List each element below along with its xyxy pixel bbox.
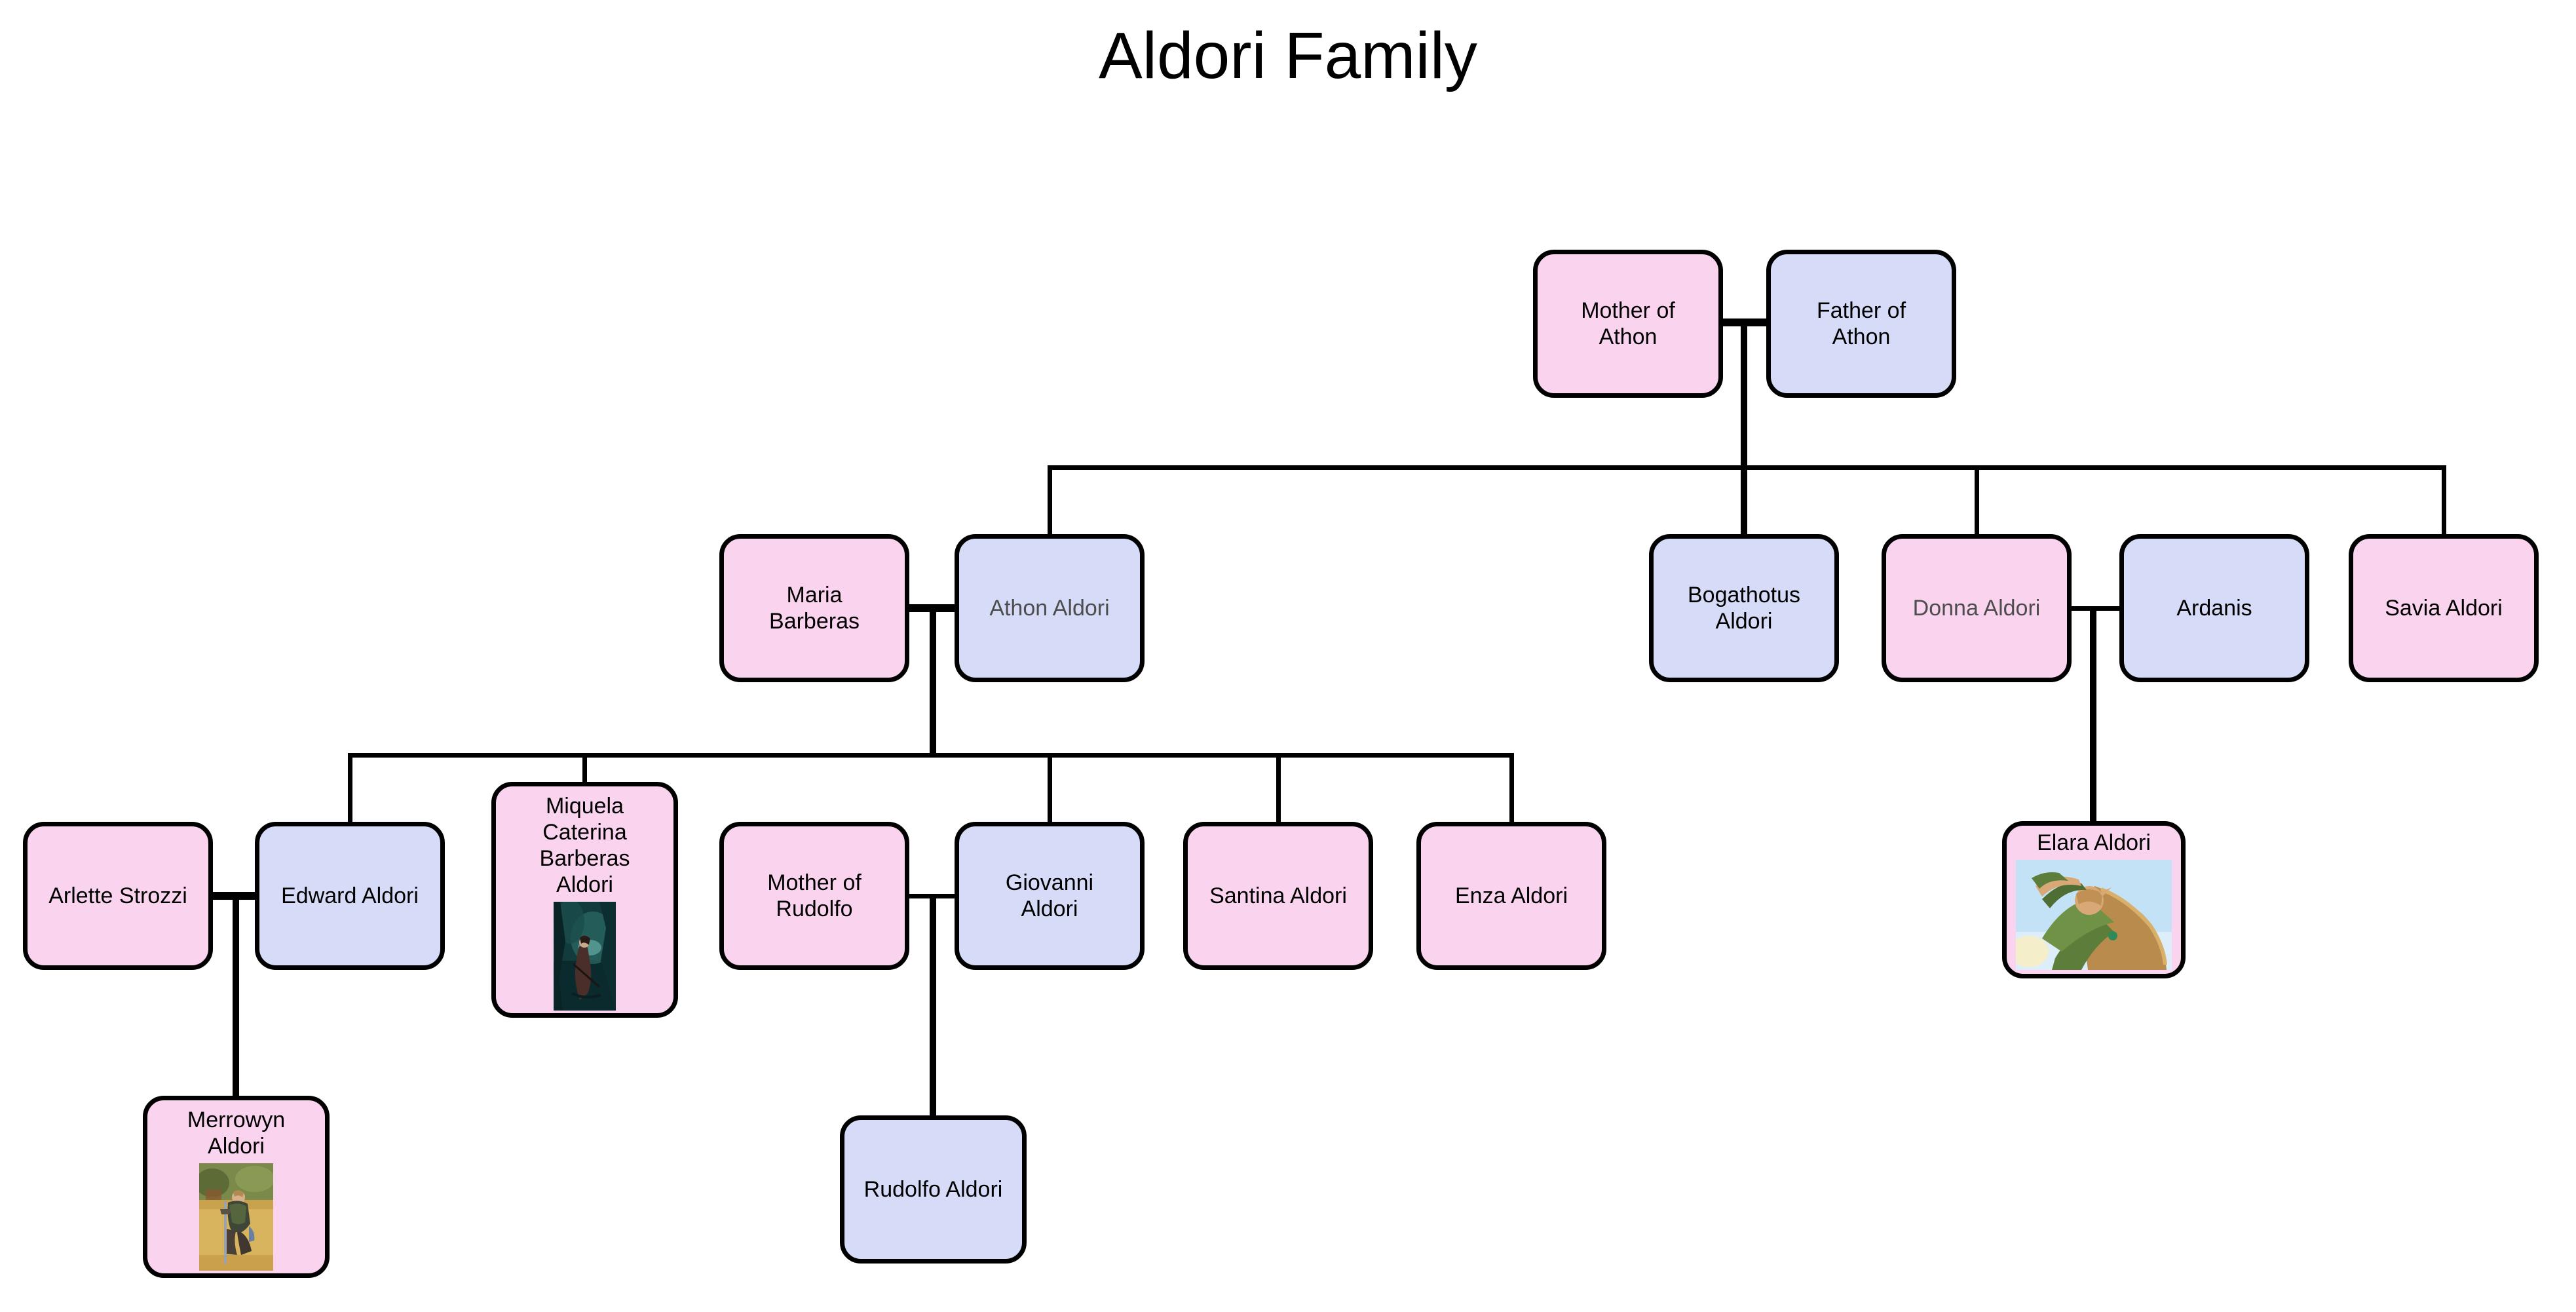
sibling-line-athon-generation: [1048, 465, 2446, 470]
person-name: Merrowyn Aldori: [187, 1108, 286, 1159]
person-name: Santina Aldori: [1209, 883, 1347, 908]
drop-line-miquela: [582, 754, 587, 786]
person-name: Father of Athon: [1816, 298, 1906, 349]
descent-line-merrowyn: [233, 896, 239, 1099]
person-name: Athon Aldori: [989, 595, 1110, 621]
person-name: Mother of Rudolfo: [767, 870, 862, 921]
person-node-giovanni-aldori[interactable]: Giovanni Aldori: [955, 822, 1145, 970]
drop-line-savia: [2442, 467, 2446, 537]
drop-line-donna: [1975, 467, 1979, 537]
person-name: Giovanni Aldori: [1005, 870, 1094, 921]
person-node-ardanis[interactable]: Ardanis: [2119, 534, 2309, 682]
person-node-mother-of-athon[interactable]: Mother of Athon: [1533, 250, 1723, 398]
person-name: Arlette Strozzi: [48, 883, 187, 908]
person-node-athon-aldori[interactable]: Athon Aldori: [955, 534, 1145, 682]
person-node-enza-aldori[interactable]: Enza Aldori: [1416, 822, 1606, 970]
person-name: Ardanis: [2176, 595, 2252, 621]
person-node-mother-of-rudolfo[interactable]: Mother of Rudolfo: [719, 822, 909, 970]
person-name: Rudolfo Aldori: [863, 1176, 1003, 1202]
person-name: Bogathotus Aldori: [1687, 582, 1801, 634]
elara-portrait-image: [2016, 860, 2172, 971]
drop-line-enza: [1509, 754, 1514, 825]
descent-line-rudolfo: [930, 896, 936, 1119]
person-name: Enza Aldori: [1455, 883, 1568, 908]
person-node-savia-aldori[interactable]: Savia Aldori: [2349, 534, 2539, 682]
person-node-miquela-caterina-barberas-aldori[interactable]: Miquela Caterina Barberas Aldori: [491, 782, 678, 1018]
person-name: Savia Aldori: [2385, 595, 2503, 621]
drop-line-edward: [348, 754, 352, 825]
person-node-arlette-strozzi[interactable]: Arlette Strozzi: [23, 822, 213, 970]
drop-line-athon: [1048, 467, 1052, 537]
person-node-father-of-athon[interactable]: Father of Athon: [1766, 250, 1956, 398]
drop-line-giovanni: [1048, 754, 1052, 825]
descent-line-elara: [2090, 608, 2096, 824]
person-name: Mother of Athon: [1581, 298, 1675, 349]
person-name: Maria Barberas: [769, 582, 860, 634]
person-node-elara-aldori[interactable]: Elara Aldori: [2002, 821, 2186, 978]
person-node-edward-aldori[interactable]: Edward Aldori: [255, 822, 445, 970]
person-node-maria-barberas[interactable]: Maria Barberas: [719, 534, 909, 682]
person-node-donna-aldori[interactable]: Donna Aldori: [1882, 534, 2072, 682]
descent-line: [1741, 322, 1747, 539]
miquela-portrait-image: [554, 902, 616, 1011]
page-title: Aldori Family: [1099, 19, 1477, 92]
drop-line-santina: [1276, 754, 1281, 825]
person-node-merrowyn-aldori[interactable]: Merrowyn Aldori: [143, 1096, 330, 1278]
person-name: Donna Aldori: [1912, 595, 2041, 621]
person-name: Elara Aldori: [2037, 830, 2151, 855]
person-node-bogathotus-aldori[interactable]: Bogathotus Aldori: [1649, 534, 1839, 682]
descent-line: [930, 608, 936, 756]
person-name: Edward Aldori: [281, 883, 419, 908]
sibling-line-edward-generation: [348, 753, 1514, 758]
person-node-rudolfo-aldori[interactable]: Rudolfo Aldori: [840, 1115, 1027, 1264]
merrowyn-portrait-image: [199, 1163, 273, 1271]
person-node-santina-aldori[interactable]: Santina Aldori: [1183, 822, 1373, 970]
person-name: Miquela Caterina Barberas Aldori: [539, 794, 630, 898]
